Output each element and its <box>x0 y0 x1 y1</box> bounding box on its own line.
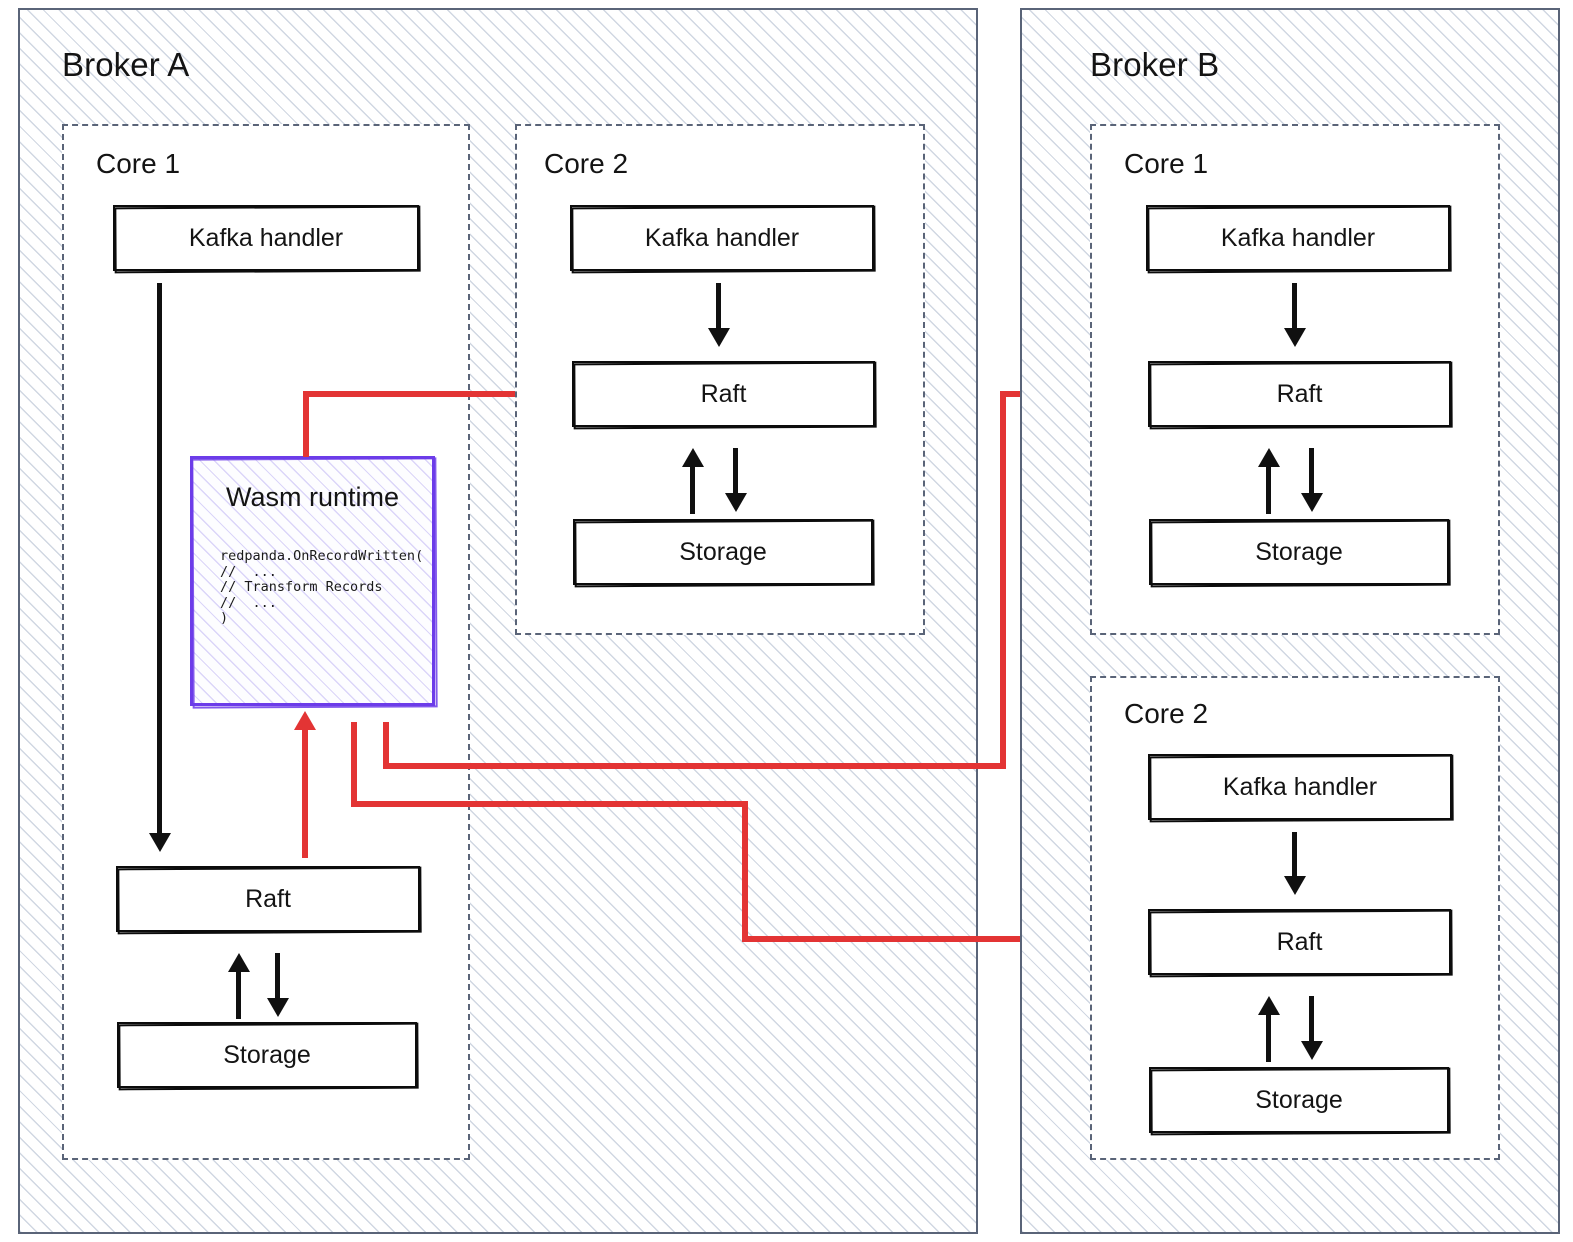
flow-a2-handler-to-raft-line <box>716 283 721 338</box>
box-outline <box>1148 909 1451 975</box>
broker-a-core-1-storage[interactable]: Storage <box>117 1022 419 1091</box>
flow-wasm-to-b2-raft-vline-1 <box>351 722 357 807</box>
box-outline <box>1149 1067 1449 1133</box>
box-label: Kafka handler <box>644 223 800 252</box>
box-label: Storage <box>223 1040 311 1069</box>
box-label: Raft <box>700 379 747 408</box>
box-outline <box>116 866 420 932</box>
flow-wasm-to-b1-raft-hline-1 <box>383 763 1006 769</box>
box-outline <box>570 205 874 271</box>
flow-b2-raft-to-storage-line <box>1309 996 1314 1043</box>
flow-b2-handler-to-raft-arrowhead <box>1284 876 1306 895</box>
flow-wasm-to-a2-raft-hline <box>303 391 544 397</box>
flow-a2-storage-to-raft-line <box>690 467 695 514</box>
flow-b1-storage-to-raft-line <box>1266 467 1271 514</box>
flow-wasm-to-b1-raft-vline-1 <box>383 722 389 769</box>
flow-b1-raft-to-storage-line <box>1309 448 1314 495</box>
broker-b-core-2-kafka-handler[interactable]: Kafka handler <box>1148 754 1454 823</box>
box-outline <box>1146 205 1450 271</box>
box-label: Raft <box>245 884 291 913</box>
flow-b2-storage-to-raft-arrowhead <box>1258 996 1280 1015</box>
flow-b2-storage-to-raft-line <box>1266 1015 1271 1062</box>
flow-wasm-to-b1-raft-vline-2 <box>1000 391 1006 769</box>
flow-a2-handler-to-raft-arrowhead <box>708 328 730 347</box>
broker-b-core-1-storage[interactable]: Storage <box>1149 519 1451 588</box>
flow-a1-raft-to-wasm-line <box>302 730 308 858</box>
flow-b1-raft-to-storage-arrowhead <box>1301 493 1323 512</box>
flow-a2-raft-to-storage-arrowhead <box>725 493 747 512</box>
broker-a-core-1-kafka-handler[interactable]: Kafka handler <box>113 205 421 274</box>
broker-a-core-2-kafka-handler[interactable]: Kafka handler <box>570 205 876 274</box>
flow-a1-raft-to-wasm-arrowhead <box>294 711 316 730</box>
box-label: Kafka handler <box>1220 223 1376 252</box>
broker-a-core-2-raft[interactable]: Raft <box>572 361 877 430</box>
box-label: Storage <box>1255 537 1343 566</box>
box-outline <box>113 205 419 271</box>
flow-a1-storage-to-raft-line <box>236 972 241 1019</box>
flow-a2-storage-to-raft-arrowhead <box>682 448 704 467</box>
box-outline <box>1148 754 1452 820</box>
box-label: Storage <box>1255 1085 1343 1114</box>
wasm-runtime-box[interactable]: Wasm runtime redpanda.OnRecordWritten( /… <box>190 456 438 709</box>
box-outline <box>1148 361 1451 427</box>
flow-a1-raft-to-storage-arrowhead <box>267 998 289 1017</box>
flow-b2-handler-to-raft-line <box>1292 832 1297 886</box>
flow-b1-handler-to-raft-arrowhead <box>1284 328 1306 347</box>
wasm-runtime-code: redpanda.OnRecordWritten( // ... // Tran… <box>220 548 424 626</box>
broker-b-title: Broker B <box>1090 46 1220 83</box>
flow-b1-handler-to-raft-line <box>1292 283 1297 338</box>
flow-a1-handler-to-raft-line <box>157 283 162 835</box>
broker-b-core-1-raft[interactable]: Raft <box>1148 361 1453 430</box>
broker-b-core-1-title: Core 1 <box>1124 148 1209 179</box>
broker-b-core-1-kafka-handler[interactable]: Kafka handler <box>1146 205 1452 274</box>
broker-b-core-2-raft[interactable]: Raft <box>1148 909 1453 978</box>
box-label: Storage <box>679 537 767 566</box>
broker-a-title: Broker A <box>62 46 190 83</box>
box-label: Raft <box>1276 379 1323 408</box>
box-outline <box>1149 519 1449 585</box>
box-outline <box>117 1022 417 1088</box>
flow-a1-storage-to-raft-arrowhead <box>228 953 250 972</box>
flow-b1-storage-to-raft-arrowhead <box>1258 448 1280 467</box>
flow-wasm-to-b2-raft-hline-1 <box>351 801 748 807</box>
flow-a1-handler-to-raft-arrowhead <box>149 833 171 852</box>
broker-a-core-2-title: Core 2 <box>544 148 629 179</box>
box-label: Kafka handler <box>1222 772 1378 801</box>
flow-wasm-to-b2-raft-hline-2 <box>742 936 1118 942</box>
flow-a2-raft-to-storage-line <box>733 448 738 495</box>
broker-b-core-2-storage[interactable]: Storage <box>1149 1067 1451 1136</box>
broker-b-core-2-title: Core 2 <box>1124 698 1209 729</box>
flow-wasm-to-a2-raft-vline <box>303 391 309 457</box>
wasm-outline <box>190 456 435 706</box>
flow-a1-raft-to-storage-line <box>275 953 280 1000</box>
box-outline <box>573 519 873 585</box>
broker-a-core-2-storage[interactable]: Storage <box>573 519 875 588</box>
box-label: Kafka handler <box>188 223 344 252</box>
box-label: Raft <box>1276 927 1323 956</box>
flow-wasm-to-b2-raft-vline-2 <box>742 801 748 942</box>
wasm-runtime-title: Wasm runtime <box>225 482 400 512</box>
box-outline <box>572 361 875 427</box>
broker-a-core-1-title: Core 1 <box>96 148 181 179</box>
flow-b2-raft-to-storage-arrowhead <box>1301 1041 1323 1060</box>
broker-a-core-1-raft[interactable]: Raft <box>116 866 422 935</box>
